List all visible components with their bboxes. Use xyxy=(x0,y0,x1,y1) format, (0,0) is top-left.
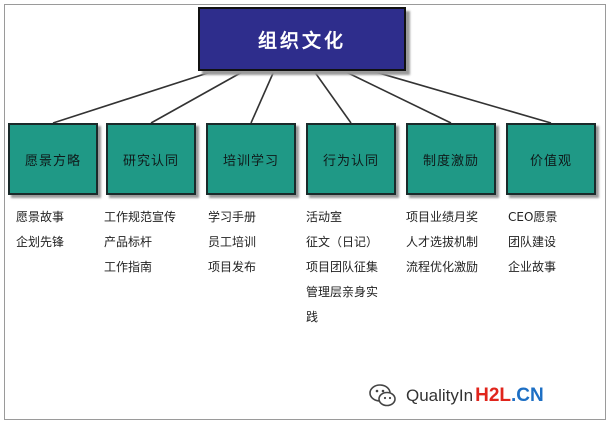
branch-items-values: CEO愿景 团队建设 企业故事 xyxy=(508,205,606,280)
branch-items-training: 学习手册 员工培训 项目发布 xyxy=(208,205,306,280)
branch-items-vision: 愿景故事 企划先锋 xyxy=(16,205,114,255)
list-item: 人才选拔机制 xyxy=(406,235,479,249)
list-item: 产品标杆 xyxy=(104,235,153,249)
root-label: 组织文化 xyxy=(257,29,346,52)
list-item: 员工培训 xyxy=(208,235,257,249)
branch-node-vision: 愿景方略 xyxy=(8,123,98,195)
list-item: 项目发布 xyxy=(208,260,257,274)
list-item: 征文（日记） xyxy=(306,235,379,249)
branch-node-research: 研究认同 xyxy=(106,123,196,195)
list-item: 践 xyxy=(306,310,319,324)
wechat-icon xyxy=(369,384,396,407)
list-item: 团队建设 xyxy=(508,235,557,249)
branch-label: 制度激励 xyxy=(422,153,479,169)
brand-h2l: H2L xyxy=(475,385,511,406)
connector-line xyxy=(371,70,552,124)
connector-line xyxy=(150,70,245,124)
list-item: CEO愿景 xyxy=(508,210,558,224)
branch-node-training: 培训学习 xyxy=(206,123,296,195)
list-item: 工作规范宣传 xyxy=(104,210,177,224)
root-node: 组织文化 xyxy=(198,7,406,71)
connector-line xyxy=(52,70,215,124)
branch-node-behavior: 行为认同 xyxy=(306,123,396,195)
watermark: QualityIn H2L.CN xyxy=(368,378,544,414)
list-item: 管理层亲身实 xyxy=(306,285,379,299)
list-item: 愿景故事 xyxy=(16,210,65,224)
branch-label: 价值观 xyxy=(529,153,572,169)
list-item: 企划先锋 xyxy=(16,235,65,249)
brand-cn: .CN xyxy=(511,385,544,406)
list-item: 企业故事 xyxy=(508,260,557,274)
connector-line xyxy=(343,70,452,124)
branch-items-incentive: 项目业绩月奖 人才选拔机制 流程优化激励 xyxy=(406,205,504,280)
connector-line xyxy=(250,70,275,124)
list-item: 项目业绩月奖 xyxy=(406,210,479,224)
list-item: 流程优化激励 xyxy=(406,260,479,274)
diagram-frame xyxy=(4,4,606,420)
list-item: 活动室 xyxy=(306,210,343,224)
branch-node-values: 价值观 xyxy=(506,123,596,195)
connector-line xyxy=(313,70,352,124)
branch-label: 研究认同 xyxy=(122,153,179,169)
watermark-brand: H2L.CN xyxy=(475,385,544,407)
branch-label: 行为认同 xyxy=(322,153,379,169)
list-item: 项目团队征集 xyxy=(306,260,379,274)
branch-label: 愿景方略 xyxy=(24,153,81,169)
list-item: 工作指南 xyxy=(104,260,153,274)
watermark-text: QualityIn xyxy=(406,386,474,405)
list-item: 学习手册 xyxy=(208,210,257,224)
branch-items-research: 工作规范宣传 产品标杆 工作指南 xyxy=(104,205,202,280)
branch-items-behavior: 活动室 征文（日记） 项目团队征集 管理层亲身实 践 xyxy=(306,205,404,330)
branch-node-incentive: 制度激励 xyxy=(406,123,496,195)
branch-label: 培训学习 xyxy=(222,153,279,169)
